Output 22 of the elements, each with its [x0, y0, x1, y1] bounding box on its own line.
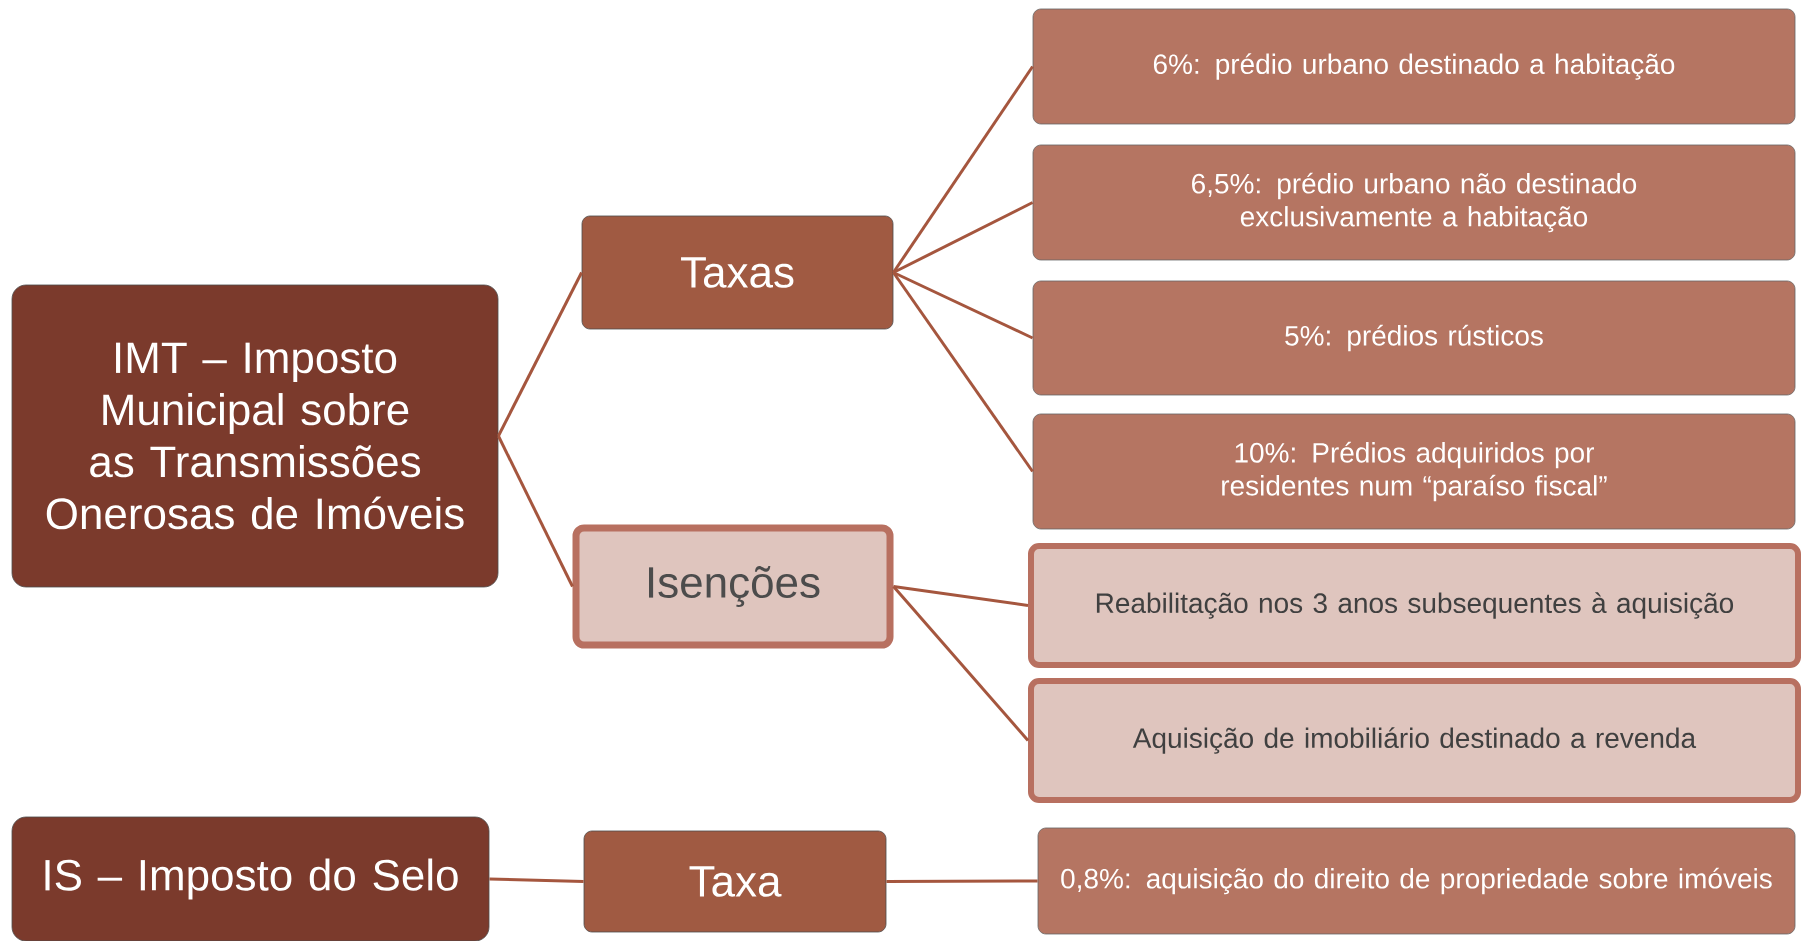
item-box: Aquisição de imobiliário destinado a revenda — [1028, 678, 1801, 803]
connector-line — [497, 435, 574, 588]
connector-line — [892, 271, 1034, 340]
connector-line — [892, 201, 1034, 274]
category-box: Isenções — [572, 524, 894, 649]
topic-box: IS – Imposto do Selo — [11, 816, 490, 941]
item-box: 6%: prédio urbano destinado a habitação — [1032, 8, 1796, 125]
item-box: 5%: prédios rústicos — [1032, 280, 1796, 396]
topic-box: IMT – Imposto Municipal sobre as Transmissões Onerosas de Imóveis — [11, 284, 499, 588]
item-box: 10%: Prédios adquiridos por residentes num “paraíso fiscal” — [1032, 413, 1796, 530]
connector-line — [892, 585, 1030, 742]
category-box: Taxa — [583, 830, 887, 933]
connector-line — [489, 877, 584, 883]
connector-line — [886, 879, 1038, 883]
item-box: 0,8%: aquisição do direito de propriedade sobre imóveis — [1037, 827, 1796, 935]
item-box: Reabilitação nos 3 anos subsequentes à aquisição — [1028, 543, 1801, 668]
connector-line — [893, 585, 1029, 607]
item-box: 6,5%: prédio urbano não destinado exclusivamente a habitação — [1032, 144, 1796, 261]
connector-line — [497, 271, 583, 437]
connector-line — [892, 271, 1034, 473]
connector-line — [892, 65, 1034, 274]
category-box: Taxas — [581, 215, 894, 330]
